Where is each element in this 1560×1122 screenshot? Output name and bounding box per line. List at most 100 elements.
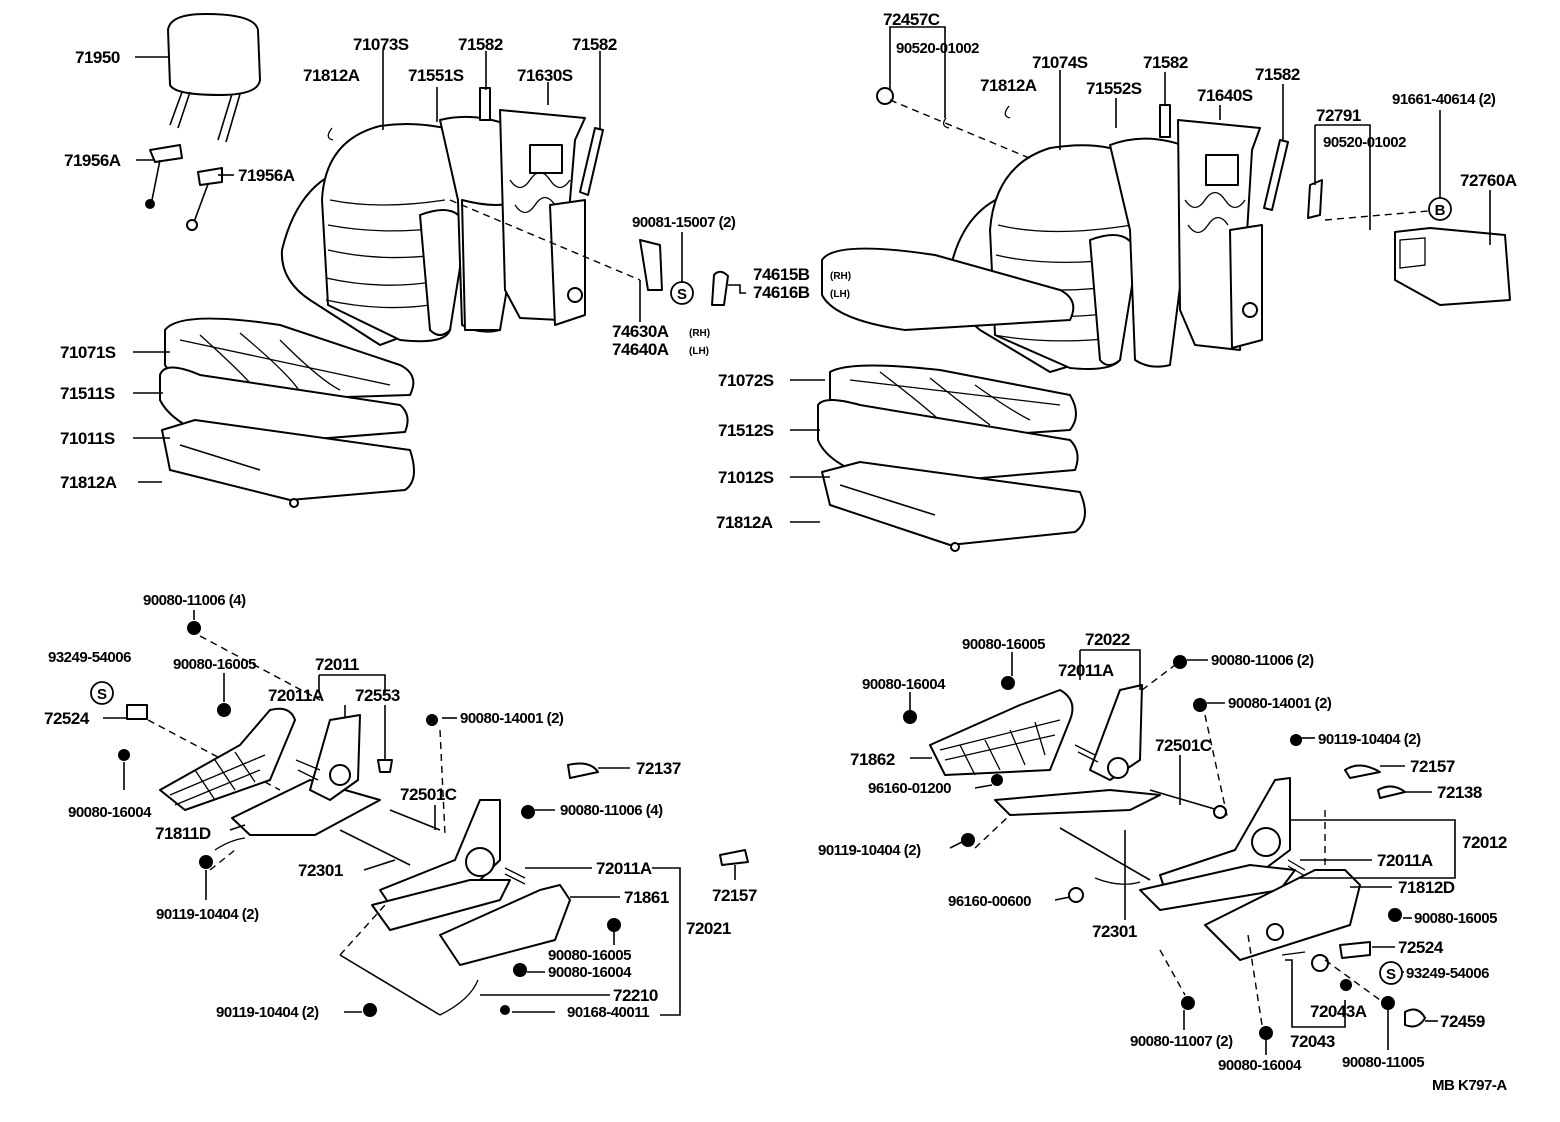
circle-s-mark: S xyxy=(670,281,694,305)
seat-cushion xyxy=(817,247,1086,552)
part-label: 72043A xyxy=(1310,1002,1367,1021)
part-label: 90080-16004 xyxy=(68,804,152,821)
svg-text:(LH): (LH) xyxy=(830,289,850,300)
part-label: 71862 xyxy=(850,750,895,769)
lever-knob xyxy=(711,270,729,306)
part-label: 90080-16004 xyxy=(1218,1057,1302,1074)
seatback xyxy=(280,123,470,346)
part-label: 74616B xyxy=(753,283,810,302)
top-right-seat-assembly xyxy=(817,87,1511,552)
part-label: 90119-10404 (2) xyxy=(818,842,921,859)
part-label: 90520-01002 xyxy=(896,40,979,57)
svg-text:S: S xyxy=(1386,966,1396,983)
part-label: 71582 xyxy=(1255,65,1300,84)
part-label: 71630S xyxy=(517,66,573,85)
part-label: 71640S xyxy=(1197,86,1253,105)
part-label: 90119-10404 (2) xyxy=(1318,731,1421,748)
part-label: 71551S xyxy=(408,66,464,85)
part-label: 96160-00600 xyxy=(948,893,1031,910)
part-label: 72011 xyxy=(315,655,359,674)
part-label: 91661-40614 (2) xyxy=(1392,91,1496,108)
headrest-support-rod xyxy=(1263,139,1289,211)
svg-text:(RH): (RH) xyxy=(689,328,710,339)
part-label: 74640A xyxy=(612,340,669,359)
bottom-left-seat-adjuster xyxy=(118,621,749,1017)
part-label: 90080-16005 xyxy=(962,636,1045,653)
part-label: 72210 xyxy=(613,986,658,1005)
part-label: 72501C xyxy=(1155,736,1212,755)
leader-lines xyxy=(103,26,1491,1055)
part-label: 71812A xyxy=(303,66,360,85)
seatback-frame xyxy=(1177,119,1263,351)
part-label: 71582 xyxy=(1143,53,1188,72)
part-label: 93249-54006 xyxy=(1406,965,1489,982)
svg-text:(RH): (RH) xyxy=(830,271,851,282)
part-label: 90080-11006 (4) xyxy=(560,802,663,819)
headrest-guide-right xyxy=(186,167,223,231)
part-label: 71582 xyxy=(458,35,503,54)
part-label: 74630A xyxy=(612,322,669,341)
part-label: 71812A xyxy=(980,76,1037,95)
part-label: 72043 xyxy=(1290,1032,1335,1051)
part-label: 72011A xyxy=(1377,851,1433,870)
clip xyxy=(1004,105,1011,119)
svg-text:S: S xyxy=(97,686,107,703)
seat-cushion xyxy=(159,317,415,508)
part-label: 71071S xyxy=(60,343,116,362)
circle-b-mark: B xyxy=(1428,197,1452,221)
circle-s-mark: S xyxy=(90,681,114,705)
headrest xyxy=(167,13,261,143)
circle-s-mark: S xyxy=(1379,961,1403,985)
svg-text:(LH): (LH) xyxy=(689,346,709,357)
part-label: 71812A xyxy=(716,513,773,532)
part-label: 90080-16004 xyxy=(548,964,632,981)
part-label: 72524 xyxy=(1398,938,1444,957)
part-label: 90080-11006 (2) xyxy=(1211,652,1314,669)
part-label: 71511S xyxy=(60,384,115,403)
headrest-support-rod xyxy=(579,127,604,196)
part-label: 71552S xyxy=(1086,79,1142,98)
part-labels: 71950 71956A 71956A 71812A 71073S 71551S… xyxy=(44,10,1517,1094)
part-label: 72011A xyxy=(268,686,324,705)
part-label: 72157 xyxy=(712,886,757,905)
part-label: 72791 xyxy=(1316,106,1361,125)
part-label: 72021 xyxy=(686,919,731,938)
part-label: 72301 xyxy=(1092,922,1137,941)
cap xyxy=(876,87,894,105)
part-label: 90119-10404 (2) xyxy=(156,906,259,923)
part-label: 72022 xyxy=(1085,630,1130,649)
part-label: 71956A xyxy=(238,166,295,185)
part-label: 72138 xyxy=(1437,783,1482,802)
part-label: 71012S xyxy=(718,468,774,487)
part-label: 72012 xyxy=(1462,833,1507,852)
headrest-guide-left xyxy=(145,144,183,209)
part-label: 90080-16005 xyxy=(548,947,631,964)
part-label: 71011S xyxy=(60,429,115,448)
part-label: 90080-16005 xyxy=(173,656,256,673)
part-label: 72553 xyxy=(355,686,400,705)
part-label: 72524 xyxy=(44,709,90,728)
headrest-support-rod xyxy=(1159,104,1171,138)
part-label: 71861 xyxy=(624,888,669,907)
part-label: 71811D xyxy=(155,824,211,843)
part-label: 71956A xyxy=(64,151,121,170)
part-label: 71073S xyxy=(353,35,409,54)
part-label: 90080-11007 (2) xyxy=(1130,1033,1233,1050)
part-label: 90080-16004 xyxy=(862,676,946,693)
part-label: 90080-16005 xyxy=(1414,910,1497,927)
part-label: 90080-14001 (2) xyxy=(460,710,564,727)
part-label: 71950 xyxy=(75,48,120,67)
part-label: 90081-15007 (2) xyxy=(632,214,736,231)
part-label: 71072S xyxy=(718,371,774,390)
part-label: 72459 xyxy=(1440,1012,1485,1031)
part-label: 72157 xyxy=(1410,757,1455,776)
part-label: 72011A xyxy=(1058,661,1114,680)
recline-lever xyxy=(639,239,663,291)
part-label: 71582 xyxy=(572,35,617,54)
bolt xyxy=(1307,179,1323,219)
part-label: 71812D xyxy=(1398,878,1455,897)
diagram-code: MB K797-A xyxy=(1432,1077,1507,1094)
part-label: 90080-11005 xyxy=(1342,1054,1424,1071)
part-label: 72137 xyxy=(636,759,681,778)
